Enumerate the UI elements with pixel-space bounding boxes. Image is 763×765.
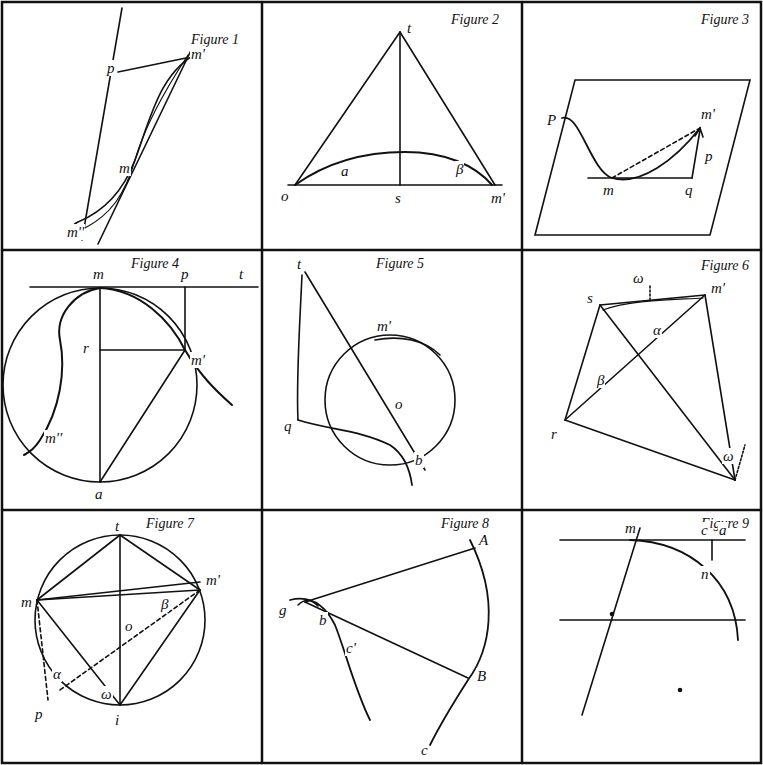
point-label: m' (205, 572, 221, 588)
point-label: B (476, 668, 487, 684)
point-label: p (106, 60, 116, 76)
point-label: o (124, 618, 134, 634)
point-label: g (278, 602, 288, 618)
point-label: p (704, 148, 714, 164)
point-label: β (455, 161, 464, 177)
point-label: ω (632, 270, 645, 286)
point-label: a (718, 522, 728, 538)
point-label: m'' (66, 224, 85, 240)
point-label: m' (376, 318, 392, 334)
figure-title: Figure 7 (145, 516, 195, 532)
figure-title: Figure 3 (700, 12, 750, 28)
point-label: b (318, 612, 328, 628)
point-label: m (624, 520, 637, 536)
point-label: s (586, 290, 594, 306)
point-label: o (394, 396, 404, 412)
point-label: β (160, 596, 169, 612)
figure-title: Figure 4 (130, 256, 180, 272)
point-label: r (550, 426, 558, 442)
point-label: α (652, 322, 662, 338)
point-label: c (420, 742, 429, 758)
point-label: c (700, 522, 709, 538)
point-label: b (414, 452, 424, 468)
point-label: A (478, 532, 489, 548)
point-label: t (296, 256, 302, 272)
point-label: m (602, 182, 615, 198)
point-label: a (94, 486, 104, 502)
point-label: m' (700, 106, 716, 122)
point-label: ω (722, 448, 735, 464)
figure-title: Figure 2 (450, 12, 500, 28)
point-label: β (596, 372, 605, 388)
point-label: m' (190, 46, 206, 62)
point-label: m (92, 266, 105, 282)
point-label: r (82, 340, 90, 356)
point-label: α (52, 666, 62, 682)
point-label: p (34, 706, 44, 722)
point-label: n (700, 566, 710, 582)
point-label: ω (100, 686, 113, 702)
point-label: a (340, 163, 350, 179)
point-label: q (684, 182, 694, 198)
figure-title: Figure 6 (700, 258, 750, 274)
point-label: t (406, 20, 412, 36)
point-label: t (238, 266, 244, 282)
point-label: s (394, 190, 402, 206)
point-label: t (114, 518, 120, 534)
point-label: p (180, 266, 190, 282)
point-label: o (280, 188, 290, 204)
point-label: q (283, 418, 293, 434)
point-label: m (118, 160, 131, 176)
point-label: m' (490, 190, 506, 206)
figure-title: Figure 8 (440, 516, 490, 532)
point-label: P (546, 112, 557, 128)
point-label: c' (345, 640, 357, 656)
point-label: m' (710, 280, 726, 296)
figure-title: Figure 5 (375, 256, 425, 272)
point-label: m' (190, 352, 206, 368)
point-label: m (20, 594, 33, 610)
point-label: i (114, 712, 120, 728)
point-label: m'' (44, 430, 63, 446)
